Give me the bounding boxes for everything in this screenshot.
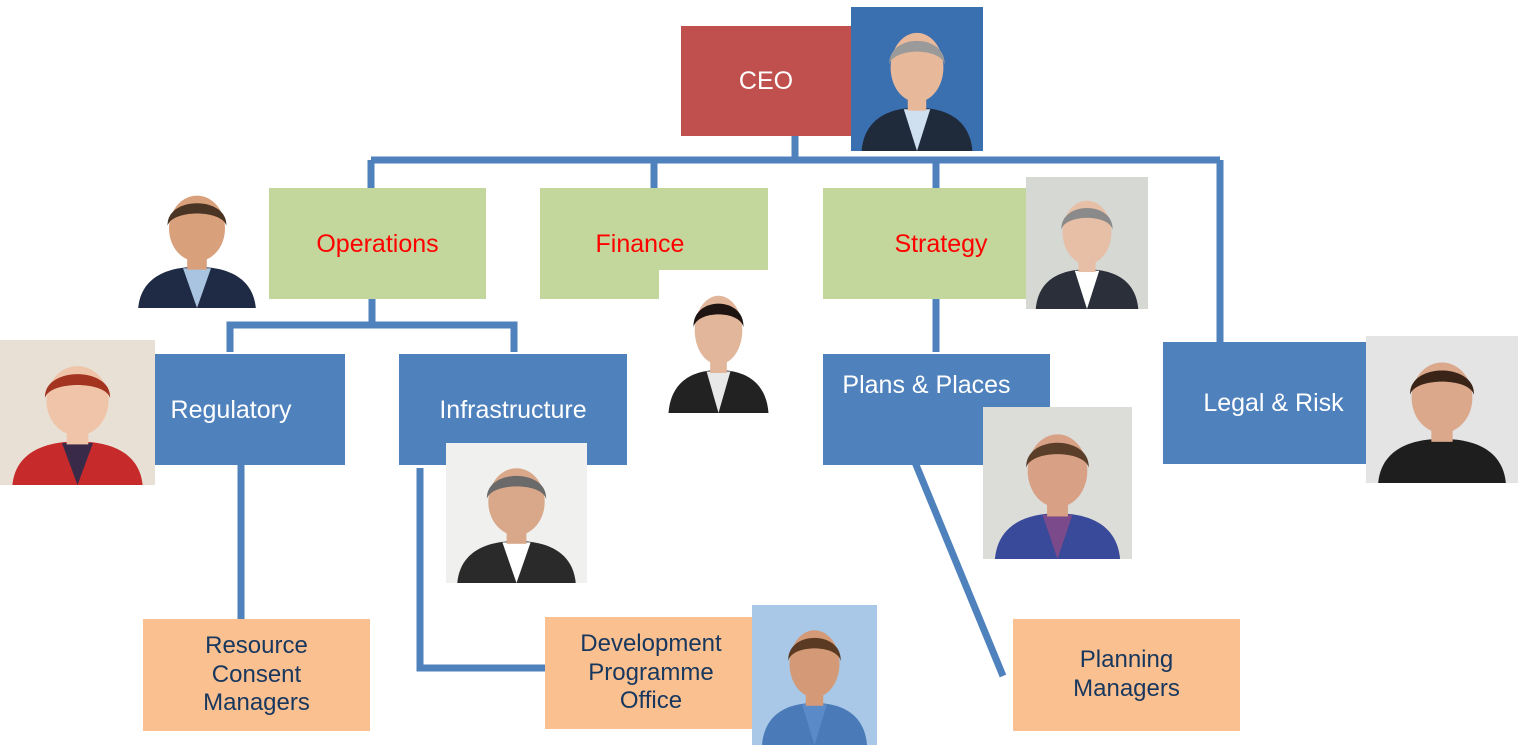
shirt-collar [183, 268, 211, 308]
finance-head-photo [659, 270, 778, 413]
strategy-head-photo [1026, 177, 1148, 309]
hair [486, 475, 547, 499]
hair [788, 637, 841, 661]
person-photo-icon [983, 407, 1132, 559]
ceo-label: CEO [738, 67, 794, 95]
operations-box: Operations [269, 188, 486, 299]
person-photo-icon [752, 605, 877, 745]
development-programme-label: Development Programme Office [580, 629, 722, 715]
infrastructure-box: Infrastructure [399, 354, 627, 465]
ceo-box: CEO [681, 26, 851, 136]
legal-risk-label: Legal & Risk [1203, 389, 1344, 417]
person-photo-icon [1026, 177, 1148, 309]
regulatory-box: Regulatory [155, 354, 345, 465]
hair [1410, 370, 1474, 395]
resource-consent-label: Resource Consent Managers [203, 631, 310, 717]
shirt-collar [1042, 514, 1073, 559]
shirt-collar [706, 371, 731, 413]
infrastructure-to-dpo [416, 468, 547, 672]
regulatory-head-photo [0, 340, 155, 485]
resource-consent-box: Resource Consent Managers [143, 619, 370, 731]
finance-label: Finance [595, 229, 685, 258]
plans-places-head-photo [983, 407, 1132, 559]
shirt-collar [1074, 270, 1100, 309]
operations-branch [226, 298, 518, 352]
regulatory-label: Regulatory [170, 395, 292, 424]
ceo-photo [851, 7, 983, 151]
shirt-collar [502, 542, 531, 583]
infrastructure-label: Infrastructure [439, 395, 587, 424]
infrastructure-head-photo [446, 443, 587, 583]
planning-managers-box: Planning Managers [1013, 619, 1240, 731]
legal-risk-head-photo [1366, 336, 1518, 483]
strategy-box: Strategy [823, 188, 1041, 299]
shirt-collar [62, 442, 93, 485]
legal-risk-box: Legal & Risk [1163, 342, 1368, 464]
planning-managers-label: Planning Managers [1073, 646, 1180, 702]
hair [1026, 442, 1089, 468]
development-programme-box: Development Programme Office [545, 617, 765, 729]
hair [44, 374, 111, 398]
hair [693, 303, 744, 328]
person-photo-icon [851, 7, 983, 151]
hair [167, 203, 227, 226]
hair [1061, 208, 1113, 230]
strategy-label: Strategy [894, 229, 988, 258]
shirt-collar [903, 109, 931, 151]
person-photo-icon [659, 270, 778, 413]
plans-to-planning [908, 453, 1007, 678]
operations-head-photo [127, 171, 267, 308]
shirt-collar [802, 704, 827, 745]
hair [889, 40, 945, 65]
person-photo-icon [0, 340, 155, 485]
person-photo-icon [1366, 336, 1518, 483]
shirt-collar [1426, 440, 1458, 483]
operations-label: Operations [316, 229, 439, 258]
person-photo-icon [127, 171, 267, 308]
person-photo-icon [446, 443, 587, 583]
development-programme-head-photo [752, 605, 877, 745]
plans-places-label: Plans & Places [842, 371, 1011, 399]
